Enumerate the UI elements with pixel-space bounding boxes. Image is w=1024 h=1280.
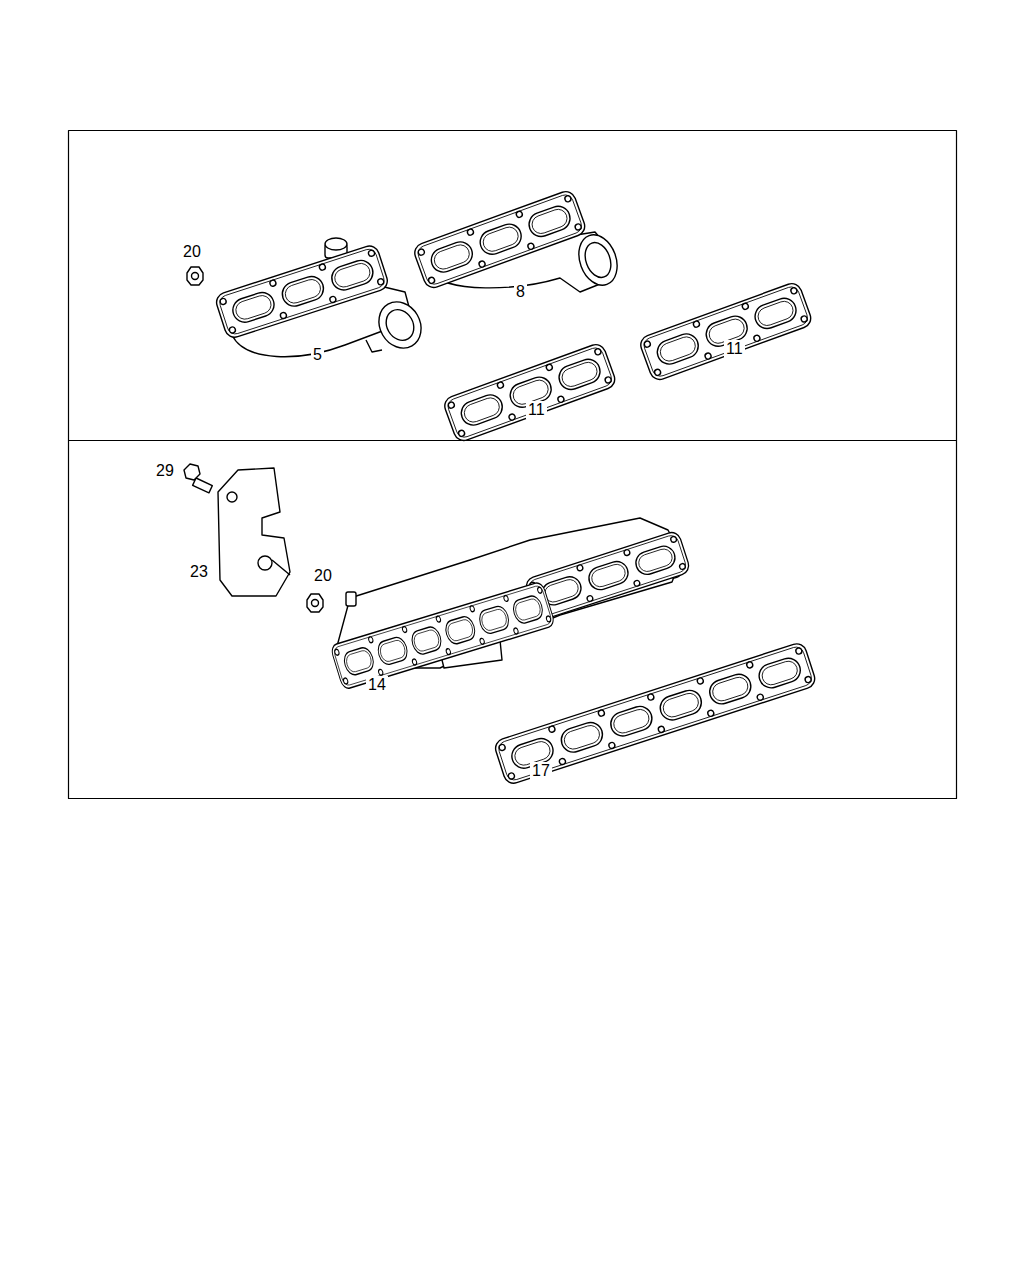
callout-number: 8 <box>514 283 527 301</box>
divider <box>69 440 957 441</box>
exhaust-manifold <box>330 518 691 690</box>
gasket <box>493 641 817 785</box>
callout-number: 11 <box>526 401 547 419</box>
bolt <box>184 464 212 493</box>
callout-number: 20 <box>181 243 203 261</box>
heat-shield <box>218 468 290 596</box>
nut <box>307 594 323 612</box>
callout-number: 20 <box>312 567 334 585</box>
exhaust-manifold <box>412 189 624 292</box>
callout-number: 29 <box>154 462 176 480</box>
callout-number: 17 <box>530 762 552 780</box>
nut <box>187 267 203 285</box>
callout-number: 5 <box>311 346 324 364</box>
exhaust-manifold <box>214 238 429 357</box>
callout-number: 14 <box>366 676 388 694</box>
callout-number: 23 <box>188 563 210 581</box>
gasket <box>638 281 813 382</box>
gasket <box>442 342 617 443</box>
callout-number: 11 <box>724 340 745 358</box>
frame <box>69 131 957 799</box>
